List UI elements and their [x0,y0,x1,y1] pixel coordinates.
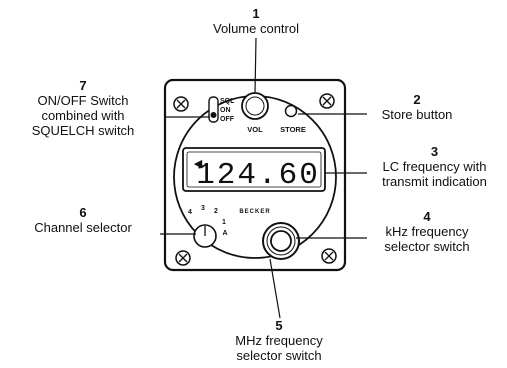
callout-label-line-2: combined with [41,108,125,123]
callout-onoff-squelch: 7 ON/OFF Switch combined with SQUELCH sw… [8,78,158,138]
callout-number: 1 [252,6,260,21]
callout-number: 5 [275,318,283,333]
callout-label-line-2: transmit indication [382,174,487,189]
store-label: STORE [280,125,306,134]
callout-khz-selector: 4 kHz frequency selector switch [367,209,487,254]
screw-top-left [173,96,189,112]
leader-line-mhz [269,258,281,319]
switch-label-sql: SQL [220,98,235,105]
channel-mark-4: 4 [188,209,192,216]
brand-label: BECKER [239,209,270,215]
khz-frequency-selector[interactable] [270,230,292,252]
callout-mhz-selector: 5 MHz frequency selector switch [219,318,339,363]
lc-display-inner-frame [186,151,322,188]
callout-lc-frequency: 3 LC frequency with transmit indication [367,144,502,189]
callout-label-line-1: kHz frequency [385,224,469,239]
callout-label-line-3: SQUELCH switch [31,123,135,138]
transmit-indicator-icon: ◀ [194,157,203,170]
callout-label-line-1: MHz frequency [235,333,323,348]
screw-bottom-left [175,250,191,266]
channel-mark-a: A [222,230,227,237]
callout-label-line-1: LC frequency with [382,159,487,174]
callout-number: 3 [430,144,439,159]
callout-number: 6 [79,205,87,220]
callout-label: Channel selector [34,220,132,235]
callout-label: Store button [381,107,453,122]
callout-number: 2 [413,92,421,107]
screw-top-right [319,93,335,109]
onoff-switch-lever [210,112,217,118]
onoff-squelch-switch[interactable] [208,96,219,123]
channel-mark-2: 2 [214,208,218,215]
volume-label: VOL [247,125,263,134]
callout-channel-selector: 6 Channel selector [8,205,158,235]
screw-bottom-right [321,248,337,264]
leader-line-volume [254,37,257,94]
callout-volume-control: 1 Volume control [195,6,317,36]
display-frequency-readout: 124.60 [196,158,320,193]
callout-store-button: 2 Store button [367,92,467,122]
lc-frequency-display [182,147,326,192]
switch-label-off: OFF [220,116,235,123]
switch-label-on: ON [220,107,231,114]
callout-number: 7 [79,78,87,93]
callout-label-line-2: selector switch [384,239,470,254]
mhz-selector-ring [266,226,296,256]
channel-mark-3: 3 [201,205,205,212]
callout-number: 4 [423,209,431,224]
callout-label-line-1: ON/OFF Switch [37,93,129,108]
store-button[interactable] [284,104,298,118]
callout-label-line-2: selector switch [236,348,322,363]
callout-label: Volume control [213,21,299,36]
channel-mark-1: 1 [222,219,226,226]
volume-knob-inner [245,96,265,116]
